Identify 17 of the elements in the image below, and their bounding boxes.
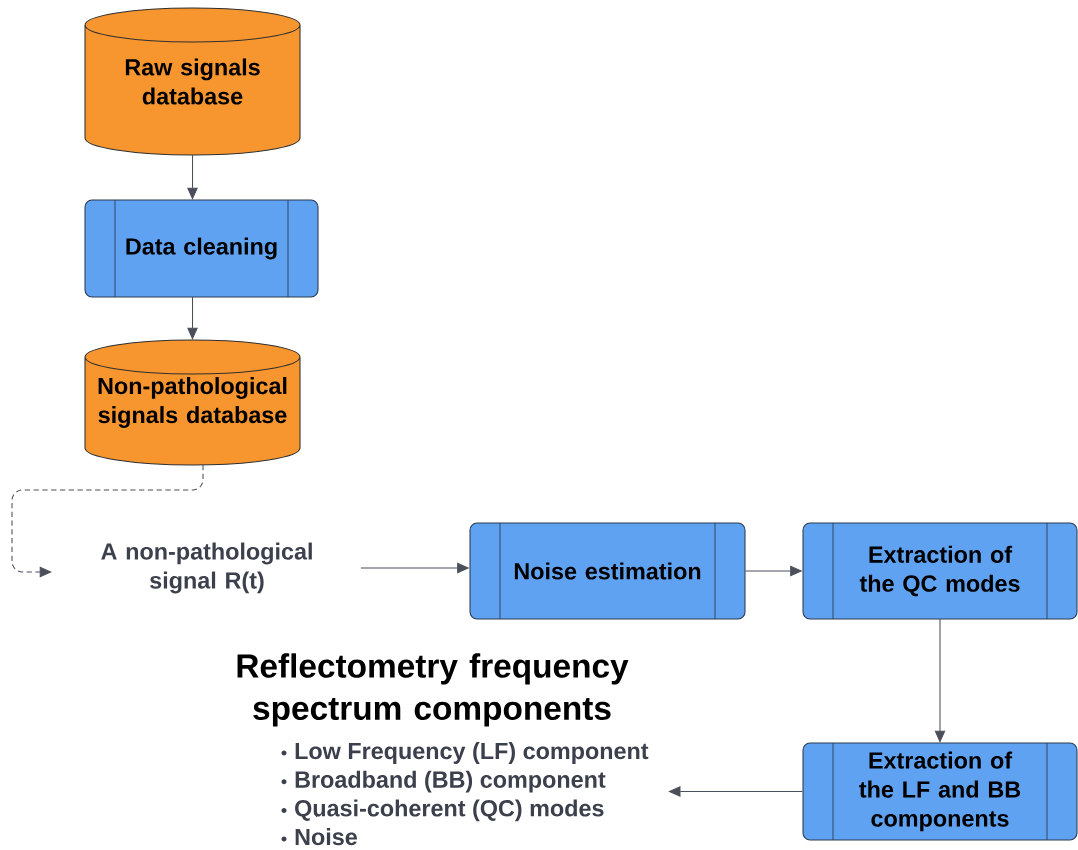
signal-text: A non-pathological signal R(t) (101, 542, 312, 594)
arrow (934, 618, 946, 743)
node-label: Noise (295, 828, 357, 846)
arrow (187, 296, 198, 340)
process-box: Extraction of the QC modes (802, 522, 1078, 620)
process-box: Extraction of the LF and BB components (802, 742, 1078, 841)
arrow (11, 464, 204, 578)
node-label: Quasi-coherent (QC) modes (295, 799, 604, 822)
process-box: Noise estimation (469, 522, 746, 620)
node-label: Low Frequency (LF) component (295, 742, 649, 764)
process-box: Data cleaning (84, 199, 319, 298)
arrow (187, 154, 198, 200)
bullet-list: Low Frequency (LF) component Broadband (BB) component Quasi-coherent (QC) modes Noise (281, 742, 649, 846)
database-cylinder: Raw signals database (84, 7, 301, 156)
heading: Reflectometry frequency spectrum components (237, 653, 629, 727)
node-label: Broadband (BB) component (295, 770, 606, 793)
database-cylinder: Non-pathological signals database (84, 339, 301, 466)
